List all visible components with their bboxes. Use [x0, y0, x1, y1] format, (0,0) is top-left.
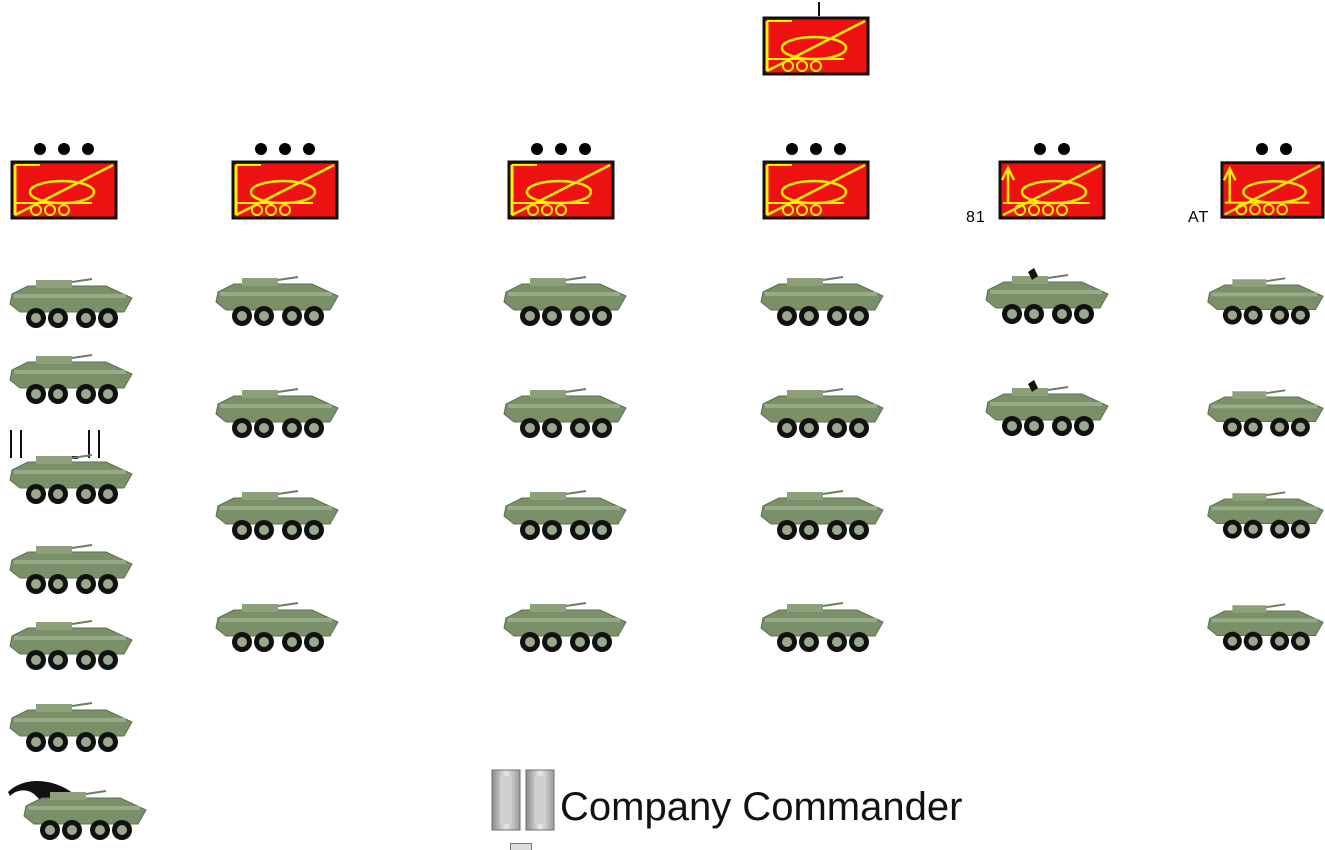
lav-vehicle-icon [500, 596, 628, 658]
section-echelon-dots [1220, 141, 1325, 157]
lav-vehicle-icon [757, 382, 885, 444]
legend-company-commander: Company Commander [560, 785, 962, 830]
lav-at-vehicle-icon [1204, 270, 1325, 332]
lav-vehicle-icon [6, 272, 134, 334]
platoon-echelon-dots [10, 141, 118, 157]
lav-vehicle-icon [212, 596, 340, 658]
platoon-echelon-dots [507, 141, 615, 157]
lav-vehicle-icon [757, 596, 885, 658]
company-hq-symbol [762, 16, 870, 76]
lav-at-vehicle-icon [1204, 484, 1325, 546]
lav-vehicle-icon [6, 614, 134, 676]
lav-vehicle-icon [500, 484, 628, 546]
platoon-echelon-dots [231, 141, 339, 157]
anti-tank-section-symbol [1220, 160, 1325, 220]
lav-mortar-vehicle-icon [982, 268, 1110, 330]
lav-vehicle-icon [500, 382, 628, 444]
anti-tank-label: AT [1188, 209, 1209, 227]
lav-mortar-vehicle-icon [982, 380, 1110, 442]
lav-vehicle-icon [212, 484, 340, 546]
lav-at-vehicle-icon [1204, 596, 1325, 658]
mortar-section-symbol [998, 160, 1106, 220]
lav-vehicle-icon [6, 538, 134, 600]
lav-vehicle-icon [212, 382, 340, 444]
platoon-4-symbol [762, 160, 870, 220]
lav-vehicle-icon [6, 348, 134, 410]
mortar-label: 81 [966, 209, 986, 227]
lav-vehicle-icon [757, 270, 885, 332]
lav-vehicle-icon [6, 696, 134, 758]
lav-vehicle-icon [757, 484, 885, 546]
lav-vehicle-icon [500, 270, 628, 332]
lav-command-vehicle-icon [6, 448, 134, 510]
hq-stem [818, 2, 820, 16]
lav-recovery-vehicle-icon [4, 776, 154, 848]
section-echelon-dots [998, 141, 1106, 157]
captain-rank-insignia-icon [490, 768, 560, 832]
lav-vehicle-icon [212, 270, 340, 332]
platoon-echelon-dots [762, 141, 870, 157]
platoon-2-symbol [231, 160, 339, 220]
platoon-1-symbol [10, 160, 118, 220]
platoon-3-symbol [507, 160, 615, 220]
lav-at-vehicle-icon [1204, 382, 1325, 444]
